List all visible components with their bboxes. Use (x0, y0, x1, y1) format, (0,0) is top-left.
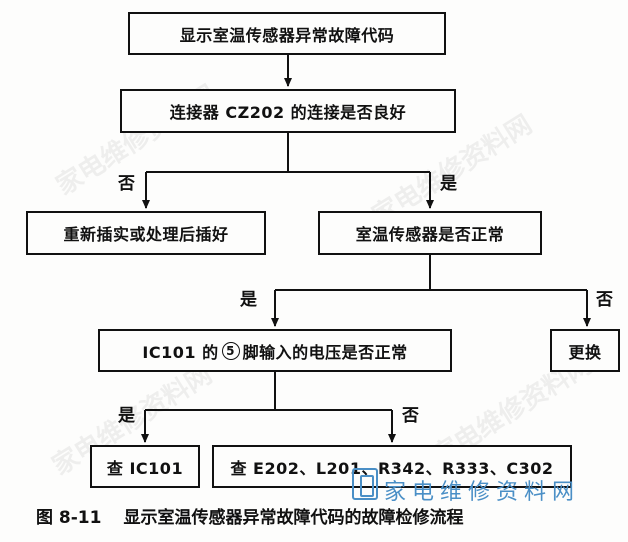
node-replace: 更换 (550, 329, 620, 372)
figure-caption: 图 8-11 显示室温传感器异常故障代码的故障检修流程 (36, 503, 463, 528)
circled-pin-number: 5 (221, 341, 240, 360)
node-label-prefix: IC101 的 (142, 342, 219, 362)
node-label: 查 IC101 (106, 458, 184, 478)
branch-label-no: 否 (402, 406, 419, 426)
edge-n4-split (275, 255, 587, 291)
branch-label-yes: 是 (118, 406, 135, 426)
watermark-logo-icon (352, 468, 378, 500)
node-label-suffix: 脚输入的电压是否正常 (242, 342, 408, 362)
node-check-components: 查 E202、L201、R342、R333、C302 (212, 445, 572, 488)
node-label: 室温传感器是否正常 (355, 225, 505, 244)
node-label: 查 E202、L201、R342、R333、C302 (230, 458, 554, 478)
branch-label-yes: 是 (240, 290, 257, 310)
figure-number: 图 8-11 (36, 508, 102, 528)
node-label: 连接器 CZ202 的连接是否良好 (169, 103, 407, 122)
edge-n2-split (146, 133, 430, 173)
figure-title: 显示室温传感器异常故障代码的故障检修流程 (123, 508, 464, 528)
node-label: 显示室温传感器异常故障代码 (179, 25, 395, 45)
branch-label-no: 否 (596, 290, 613, 310)
branch-label-yes: 是 (440, 174, 457, 194)
watermark-brand: 家电维修资料网 (384, 480, 581, 505)
node-check-ic101-pin5-voltage: IC101 的 5 脚输入的电压是否正常 (98, 329, 452, 372)
node-reinsert-connector: 重新插实或处理后插好 (26, 211, 266, 255)
edge-n5-split (145, 372, 392, 411)
node-check-ic101: 查 IC101 (90, 445, 200, 488)
node-check-cz202: 连接器 CZ202 的连接是否良好 (120, 89, 456, 133)
node-check-room-sensor: 室温传感器是否正常 (318, 211, 542, 255)
node-label: 更换 (568, 342, 602, 362)
node-show-fault-code: 显示室温传感器异常故障代码 (128, 12, 446, 55)
branch-label-no: 否 (118, 174, 135, 194)
node-label: 重新插实或处理后插好 (63, 225, 229, 244)
